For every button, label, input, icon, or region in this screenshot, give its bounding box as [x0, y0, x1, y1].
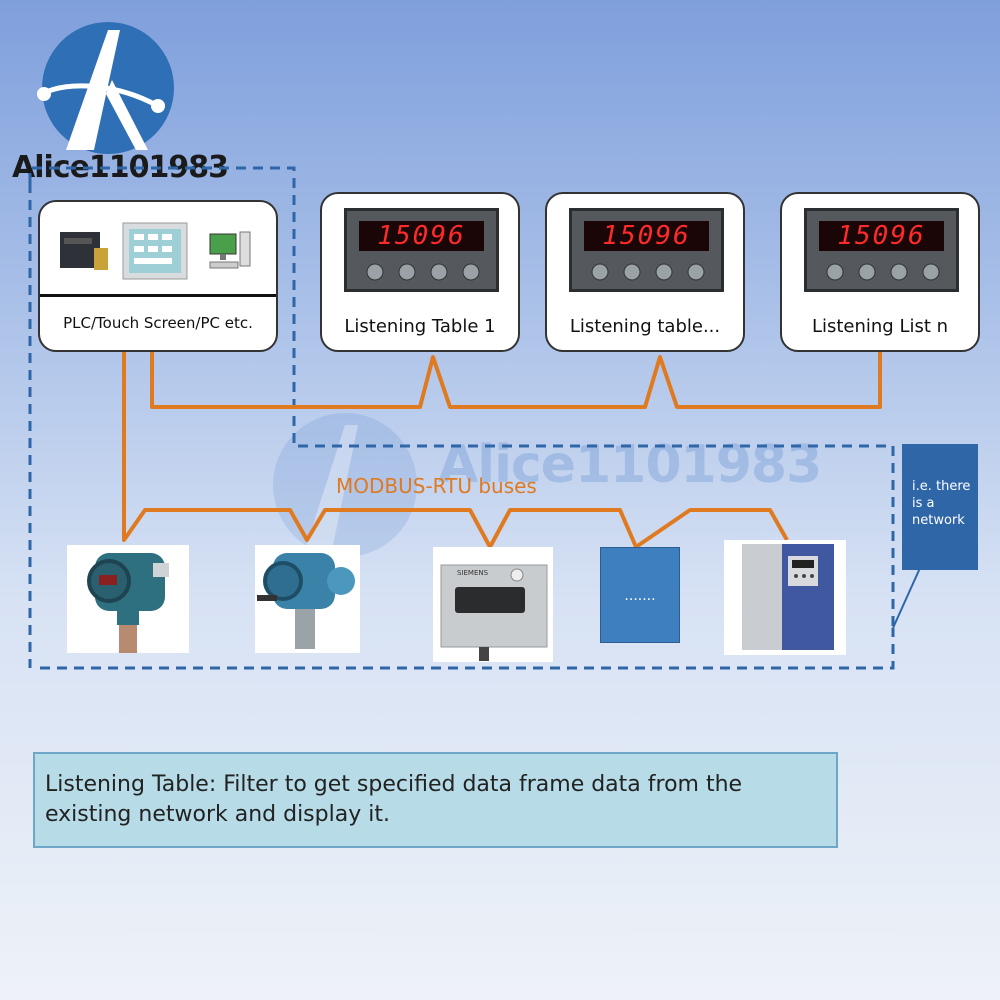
generic-device: .......	[600, 547, 680, 643]
listening-table-label: Listening table...	[569, 316, 721, 337]
callout-pointer	[892, 567, 921, 629]
listening-table-card: 15096 Listening Table 1	[320, 192, 520, 352]
plc-icon	[54, 226, 112, 282]
modbus-bus	[122, 352, 789, 549]
bus-label: MODBUS-RTU buses	[336, 474, 537, 498]
pc-icon	[208, 228, 256, 280]
network-boundary-upper	[28, 166, 895, 628]
controller-label: PLC/Touch Screen/PC etc.	[63, 314, 253, 332]
meter-display: 15096	[804, 208, 959, 292]
listening-table-label: Listening List n	[811, 316, 949, 337]
description-note: Listening Table: Filter to get specified…	[33, 752, 838, 848]
network-boundary-bottom	[40, 628, 895, 670]
meter-display: 15096	[344, 208, 499, 292]
siemens-device: SIEMENS	[433, 547, 553, 662]
controller-card: PLC/Touch Screen/PC etc.	[38, 200, 278, 352]
brand-logo	[8, 10, 208, 190]
meter-display: 15096	[569, 208, 724, 292]
divider	[40, 294, 276, 297]
pressure-transmitter-2	[255, 545, 360, 653]
listening-table-card: 15096 Listening List n	[780, 192, 980, 352]
touch-screen-icon	[122, 222, 188, 284]
meter-buttons	[361, 261, 489, 287]
device-placeholder: .......	[624, 588, 656, 604]
meter-buttons	[586, 261, 714, 287]
led-readout: 15096	[377, 221, 466, 251]
pressure-transmitter-1	[67, 545, 189, 653]
listening-table-card: 15096 Listening table...	[545, 192, 745, 352]
led-readout: 15096	[602, 221, 691, 251]
network-callout: i.e. there is a network	[902, 444, 978, 570]
frequency-inverter	[724, 540, 846, 655]
listening-bus	[150, 352, 882, 409]
meter-buttons	[821, 261, 949, 287]
led-readout: 15096	[837, 221, 926, 251]
device-brand: SIEMENS	[457, 569, 489, 577]
listening-table-label: Listening Table 1	[344, 316, 496, 337]
